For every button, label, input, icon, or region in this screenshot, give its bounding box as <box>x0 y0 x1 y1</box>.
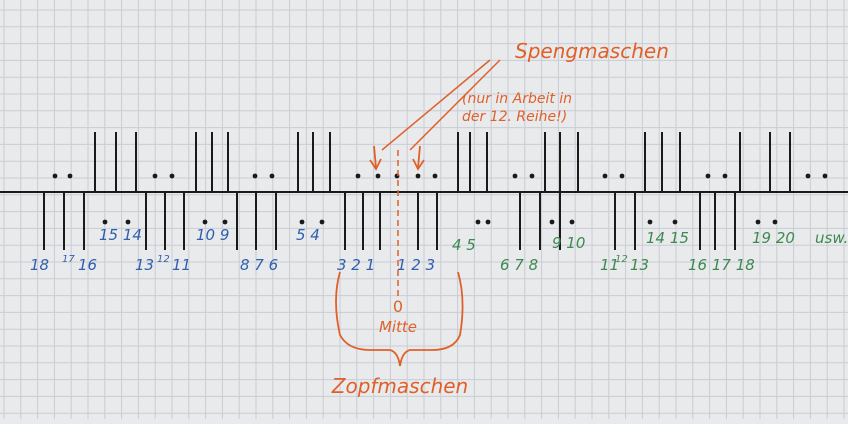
purl-dot <box>673 220 678 225</box>
center-marker <box>398 150 402 300</box>
stitch-number-left: 15 14 <box>99 226 142 244</box>
purl-dot <box>68 174 73 179</box>
stitch-number-right: 13 <box>630 256 649 274</box>
purl-dot <box>823 174 828 179</box>
arrow-left-icon <box>370 146 381 169</box>
center-label: Mitte <box>379 318 417 336</box>
purl-dot <box>476 220 481 225</box>
stitch-number-right: 9 10 <box>552 234 585 252</box>
stitch-number-left: 10 9 <box>196 226 229 244</box>
purl-dot <box>530 174 535 179</box>
purl-dot <box>253 174 258 179</box>
stitch-number-right: 6 7 8 <box>500 256 538 274</box>
purl-dot <box>300 220 305 225</box>
stitch-number-left: 12 <box>157 254 170 265</box>
note-line-1: (nur in Arbeit in <box>462 91 572 107</box>
stitch-number-right: 19 20 <box>752 229 795 247</box>
purl-dot <box>756 220 761 225</box>
stitch-number-left: 18 <box>30 256 49 274</box>
stitch-number-left: 17 <box>62 254 75 265</box>
purl-dot <box>376 174 381 179</box>
stitch-number-left: 3 2 1 <box>337 256 375 274</box>
purl-dot <box>723 174 728 179</box>
purl-dot <box>570 220 575 225</box>
stitch-number-right: 12 <box>615 254 628 265</box>
purl-dot <box>550 220 555 225</box>
stitch-number-right: usw. <box>815 229 848 247</box>
zopfmaschen-label: Zopfmaschen <box>331 374 468 398</box>
purl-dot <box>416 174 421 179</box>
spengmaschen-annotation: Spengmaschen (nur in Arbeit in der 12. R… <box>370 39 669 169</box>
stitch-number-right: 1 2 3 <box>397 256 435 274</box>
purl-dot <box>806 174 811 179</box>
purl-dot <box>153 174 158 179</box>
purl-dot <box>126 220 131 225</box>
stitch-number-right: 4 5 <box>452 236 476 254</box>
purl-dot <box>433 174 438 179</box>
stitch-number-left: 8 7 6 <box>240 256 278 274</box>
purl-dot <box>223 220 228 225</box>
arrow-right-icon <box>413 146 424 169</box>
center-label-group: 0 Mitte <box>379 297 417 336</box>
purl-dot <box>620 174 625 179</box>
purl-dot <box>513 174 518 179</box>
note-line-2: der 12. Reihe!) <box>462 109 567 125</box>
purl-dot <box>270 174 275 179</box>
purl-dot <box>320 220 325 225</box>
purl-dot <box>170 174 175 179</box>
purl-dot <box>103 220 108 225</box>
center-zero: 0 <box>393 297 403 316</box>
stitch-number-left: 16 <box>78 256 97 274</box>
stitch-number-left: 5 4 <box>296 226 320 244</box>
purl-dot <box>53 174 58 179</box>
purl-dots <box>53 174 828 225</box>
purl-dot <box>486 220 491 225</box>
stitch-number-left: 11 <box>172 256 191 274</box>
purl-dot <box>648 220 653 225</box>
stitch-number-right: 16 17 18 <box>688 256 755 274</box>
stitch-number-right: 14 15 <box>646 229 689 247</box>
purl-dot <box>356 174 361 179</box>
purl-dot <box>203 220 208 225</box>
purl-dot <box>773 220 778 225</box>
spengmaschen-label: Spengmaschen <box>515 39 669 63</box>
purl-dot <box>603 174 608 179</box>
purl-dot <box>706 174 711 179</box>
stitch-number-left: 13 <box>135 256 154 274</box>
